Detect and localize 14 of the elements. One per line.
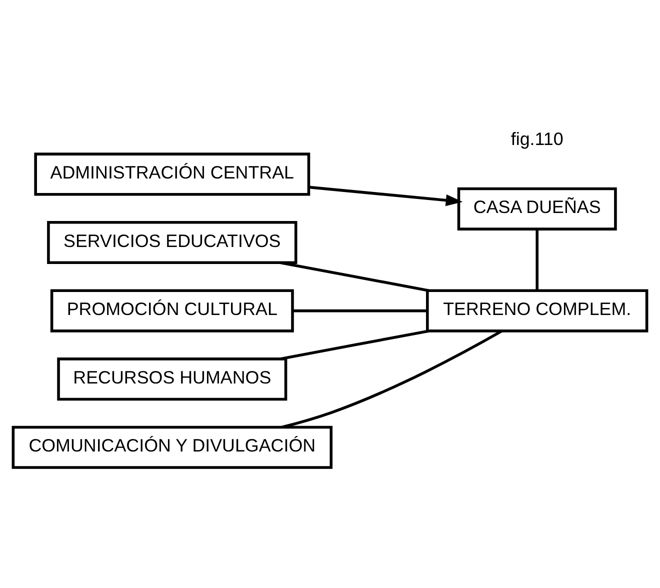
connector — [536, 229, 538, 290]
node-box: ADMINISTRACIÓN CENTRAL — [34, 152, 310, 196]
node-box: RECURSOS HUMANOS — [57, 358, 288, 401]
label: fig.110 — [510, 128, 564, 149]
node-box: CASA DUEÑAS — [457, 187, 617, 230]
arrow — [308, 186, 463, 206]
node-box: PROMOCIÓN CULTURAL — [50, 289, 294, 332]
node-box: TERRENO COMPLEM. — [426, 289, 648, 332]
node-box: COMUNICACIÓN Y DIVULGACIÓN — [12, 426, 333, 469]
connector — [292, 309, 428, 312]
connector — [280, 261, 430, 292]
node-box: SERVICIOS EDUCATIVOS — [47, 220, 298, 264]
connector — [280, 330, 430, 360]
connector — [282, 330, 503, 428]
